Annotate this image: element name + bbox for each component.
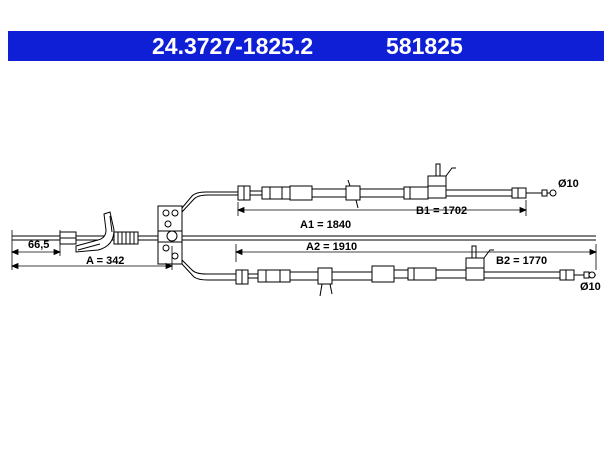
lower-cable	[181, 245, 596, 297]
dimension-a2: A2 = 1910	[306, 241, 357, 253]
dimension-offset: 66,5	[28, 239, 49, 251]
dimension-b2: B2 = 1770	[496, 255, 547, 267]
dimension-lines	[10, 200, 598, 270]
dimension-b1: B1 = 1702	[416, 205, 467, 217]
equalizer-bracket	[157, 205, 596, 265]
dimension-a1: A1 = 1840	[300, 219, 351, 231]
diameter-bottom: Ø10	[580, 281, 601, 293]
diameter-top: Ø10	[558, 178, 579, 190]
dimension-a: A = 342	[86, 255, 124, 267]
upper-cable	[181, 163, 557, 213]
alt-part-number: 581825	[386, 33, 463, 59]
header-banner: 24.3727-1825.2 581825	[8, 31, 604, 61]
front-cable	[12, 211, 158, 253]
part-number: 24.3727-1825.2	[152, 33, 314, 59]
